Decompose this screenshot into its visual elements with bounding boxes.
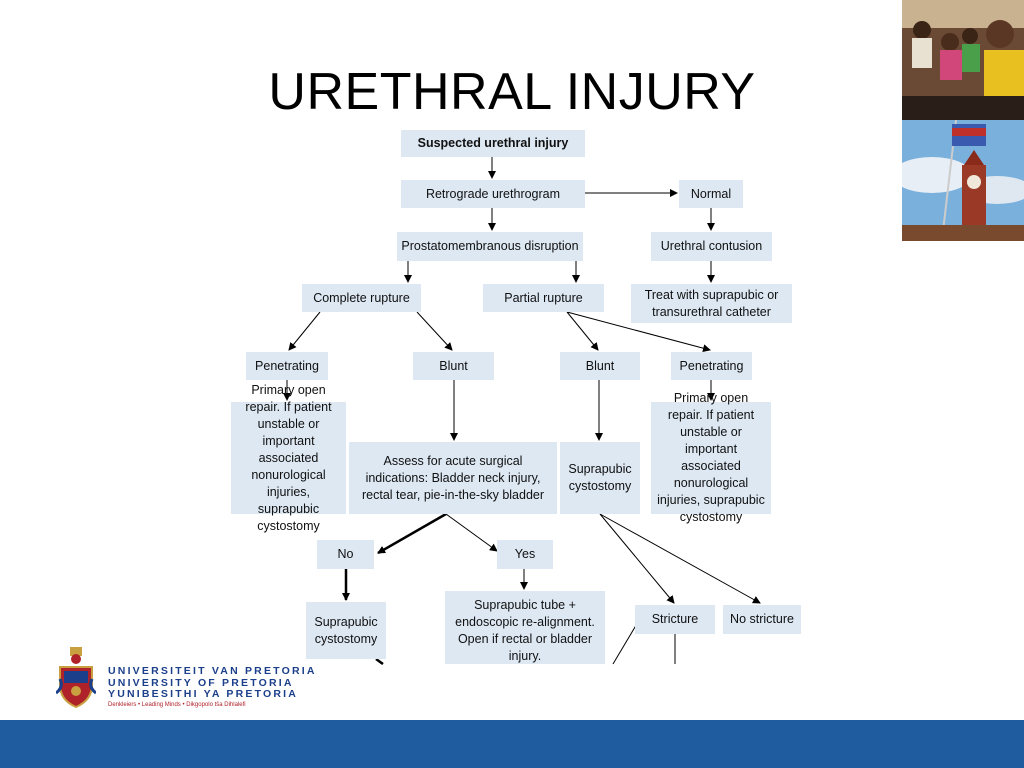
university-name-line2: UNIVERSITY OF PRETORIA: [108, 676, 294, 689]
primary-open-repair-left-box: Primary open repair. If patient unstable…: [231, 383, 346, 533]
normal-box: Normal: [679, 180, 743, 208]
penetrating-right-box: Penetrating: [671, 352, 752, 380]
yes-box: Yes: [497, 540, 553, 569]
suprapubic-tube-box: Suprapubic tube + endoscopic re-alignmen…: [445, 591, 605, 664]
prostatomembranous-disruption-box: Prostatomembranous disruption: [397, 232, 583, 261]
assess-surgical-indications-box: Assess for acute surgical indications: B…: [349, 442, 557, 514]
complete-rupture-box: Complete rupture: [302, 284, 421, 312]
urethral-contusion-box: Urethral contusion: [651, 232, 772, 261]
treat-catheter-box: Treat with suprapubic or transurethral c…: [631, 284, 792, 323]
clock-tower-photo: [902, 120, 1024, 241]
retrograde-urethrogram-box: Retrograde urethrogram: [401, 180, 585, 208]
blunt-right-box: Blunt: [560, 352, 640, 380]
slide-title: URETHRAL INJURY: [268, 63, 756, 121]
no-stricture-box: No stricture: [723, 605, 801, 634]
partial-rupture-box: Partial rupture: [483, 284, 604, 312]
suprapubic-cystostomy-right-box: Suprapubic cystostomy: [560, 442, 640, 514]
no-box: No: [317, 540, 374, 569]
primary-open-repair-right-box: Primary open repair. If patient unstable…: [651, 391, 771, 524]
students-photo: [902, 0, 1024, 120]
blunt-left-box: Blunt: [413, 352, 494, 380]
stricture-box: Stricture: [635, 605, 715, 634]
penetrating-left-box: Penetrating: [246, 352, 328, 380]
university-name: UNIVERSITEIT VAN PRETORIA UNIVERSITY OF …: [108, 665, 317, 701]
suprapubic-cystostomy-bottom-box: Suprapubic cystostomy: [306, 602, 386, 659]
footer-bar: [0, 720, 1024, 768]
suspected-urethral-injury-box: Suspected urethral injury: [401, 130, 585, 157]
university-crest-logo: [55, 645, 97, 709]
university-name-line3: YUNIBESITHI YA PRETORIA: [108, 688, 299, 700]
university-tagline: Denkleiers • Leading Minds • Dikgopolo t…: [108, 702, 246, 708]
university-name-line1: UNIVERSITEIT VAN PRETORIA: [108, 665, 317, 677]
